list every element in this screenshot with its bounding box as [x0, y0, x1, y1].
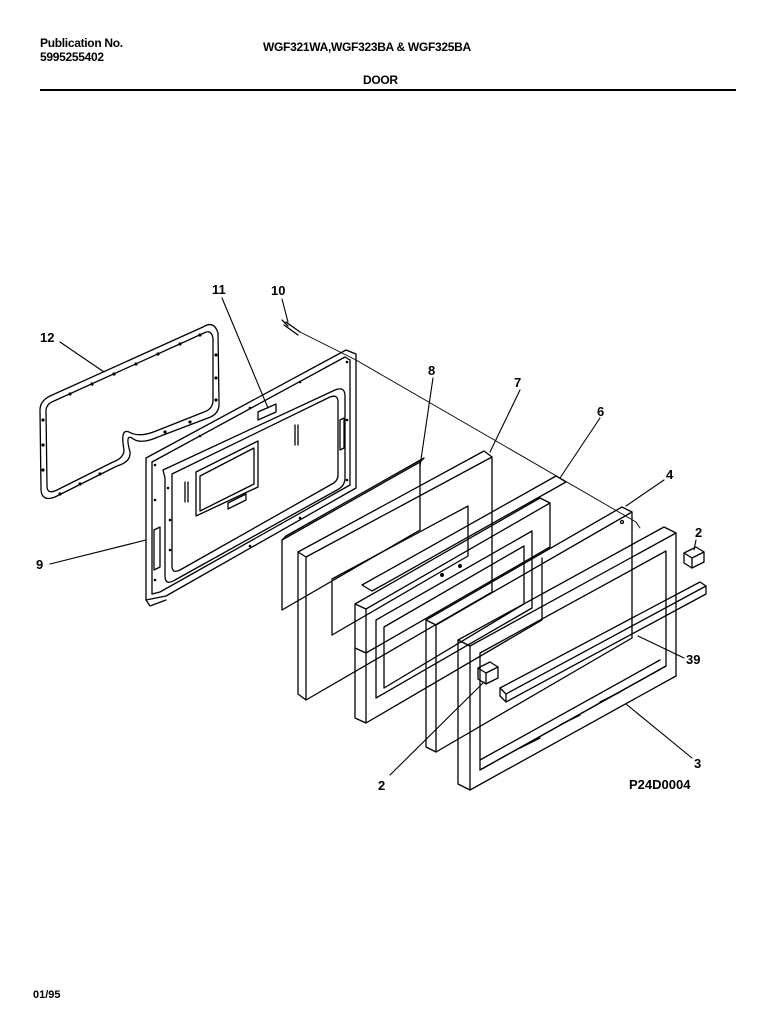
callout-7: 7	[514, 375, 521, 390]
publication-number: 5995255402	[40, 50, 104, 64]
part-7-inner-panel	[297, 450, 493, 701]
publication-label: Publication No.	[40, 36, 123, 50]
callout-2-right: 2	[695, 525, 702, 540]
callout-11: 11	[212, 282, 226, 297]
part-12-gasket	[39, 323, 220, 500]
callout-12: 12	[40, 330, 54, 345]
header-rule	[40, 89, 736, 91]
footer-date: 01/95	[33, 989, 61, 1001]
callout-6: 6	[597, 404, 604, 419]
callout-9: 9	[36, 557, 43, 572]
part-10-screw	[281, 319, 301, 336]
part-2-end-cap-right	[683, 546, 705, 569]
callout-8: 8	[428, 363, 435, 378]
part-39-handle-rail	[499, 581, 707, 703]
model-numbers: WGF321WA,WGF323BA & WGF325BA	[263, 40, 471, 54]
callout-10: 10	[271, 283, 285, 298]
section-title: DOOR	[363, 73, 398, 87]
part-6-glass-frame	[354, 475, 567, 724]
callout-4: 4	[666, 467, 674, 482]
callout-3: 3	[694, 756, 701, 771]
part-9-door-liner	[145, 349, 357, 607]
part-3-outer-frame	[457, 526, 677, 791]
part-2-end-cap-left	[477, 661, 499, 685]
callout-2-bottom: 2	[378, 778, 385, 793]
leader-lines	[49, 297, 697, 776]
part-4-outer-glass	[425, 506, 633, 753]
assembly-guide-line	[299, 331, 641, 529]
callout-39: 39	[686, 652, 700, 667]
part-8-insulation	[281, 457, 425, 611]
diagram-code: P24D0004	[629, 777, 691, 792]
